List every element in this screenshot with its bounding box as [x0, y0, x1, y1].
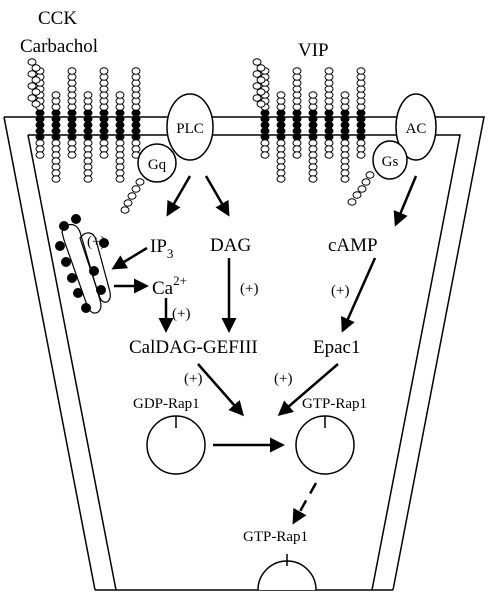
gtp-rap1-membrane-label: GTP-Rap1	[243, 529, 308, 545]
epac1-label: Epac1	[313, 337, 360, 358]
plus-epac1: (+)	[274, 371, 292, 387]
ac-enzyme	[395, 93, 437, 161]
arrow-gtp-membrane	[292, 482, 318, 525]
arrow-ip3-er	[111, 246, 148, 270]
gtp-rap1-vesicle	[295, 415, 355, 475]
ca-label: Ca2+	[152, 273, 187, 299]
plus-dag: (+)	[240, 281, 258, 297]
arrow-plc-dag	[204, 175, 230, 217]
camp-label: cAMP	[328, 235, 378, 256]
arrow-caldag-gtp	[197, 363, 244, 417]
plus-camp: (+)	[331, 283, 349, 299]
arrow-epac1-gtp	[277, 363, 339, 416]
caldag-gefiii-label: CalDAG-GEFIII	[129, 337, 258, 358]
plus-caldag: (+)	[184, 371, 202, 387]
arrow-plc-ip3	[166, 175, 192, 217]
gdp-rap1-vesicle	[146, 415, 206, 475]
vip-receptor	[252, 58, 375, 206]
gs-label: Gs	[382, 154, 399, 170]
cck-receptor	[27, 58, 145, 214]
gdp-rap1-label: GDP-Rap1	[133, 396, 200, 412]
pathway-arrows	[111, 175, 418, 525]
cck-label: CCK	[38, 8, 77, 29]
gs-protein	[372, 140, 408, 180]
gtp-rap1-label: GTP-Rap1	[302, 396, 367, 412]
plc-label: PLC	[176, 121, 204, 137]
plc-enzyme	[166, 93, 214, 161]
arrow-gs-camp	[393, 175, 418, 227]
dag-label: DAG	[210, 235, 251, 256]
ac-label: AC	[406, 121, 427, 137]
plus-ip3: (+)	[87, 234, 105, 250]
carbachol-label: Carbachol	[20, 36, 98, 57]
vip-label: VIP	[298, 40, 329, 61]
arrow-camp-epac1	[341, 257, 377, 333]
gq-label: Gq	[148, 157, 167, 173]
plus-ca: (+)	[172, 306, 190, 322]
gq-protein	[137, 143, 177, 183]
endoplasmic-reticulum	[55, 214, 111, 314]
ip3-label: IP3	[150, 236, 173, 261]
fused-vesicle	[257, 554, 317, 591]
